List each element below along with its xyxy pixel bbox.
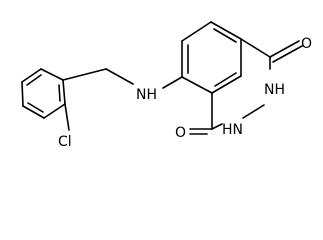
bond — [210, 21, 242, 40]
bond — [21, 68, 42, 83]
bond — [22, 105, 45, 119]
amine-nh-label: NH — [136, 87, 157, 103]
bond-nh-ring — [162, 76, 183, 89]
chlorine-atom-label: Cl — [58, 134, 72, 150]
bond — [62, 79, 66, 105]
bond — [21, 81, 24, 107]
oxygen-top-label: O — [301, 36, 312, 52]
oxygen-bottom-label: O — [175, 125, 186, 141]
pyridazinedione-ring — [211, 38, 271, 130]
chlorophenyl-ring — [21, 68, 66, 119]
hydrazide-nh-right-label: NH — [264, 82, 285, 98]
molecule-diagram: Cl NH O — [21, 21, 312, 150]
bond — [181, 76, 213, 94]
bond — [43, 103, 66, 119]
bond-c-cl — [64, 103, 70, 131]
bond — [211, 123, 223, 130]
carbonyl-bond-top — [269, 40, 300, 58]
double-bond-inner — [27, 102, 44, 113]
bond — [240, 38, 271, 58]
benzo-ring — [181, 21, 242, 94]
bond-ch2-nh — [105, 68, 134, 85]
carbonyl-bond-top-double — [272, 45, 303, 63]
double-bond-inner — [58, 84, 61, 102]
bond — [242, 104, 265, 119]
bond — [211, 75, 242, 94]
double-bond-inner — [213, 28, 237, 43]
bond — [40, 68, 64, 81]
hydrazide-hn-left-label: HN — [222, 122, 243, 138]
chemical-structure-canvas: Cl NH O — [21, 21, 313, 150]
double-bond-inner — [26, 74, 42, 86]
double-bond-inner — [214, 72, 237, 87]
bond — [181, 21, 212, 42]
bond-ring-ch2 — [62, 68, 107, 81]
